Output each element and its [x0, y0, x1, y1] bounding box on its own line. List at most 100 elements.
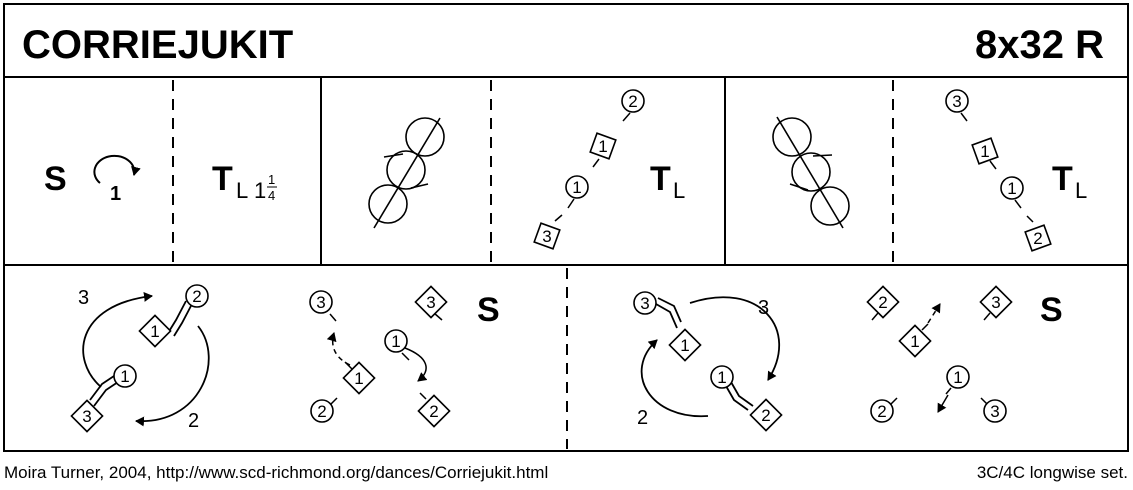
svg-text:2: 2	[429, 402, 438, 421]
svg-text:3: 3	[426, 293, 435, 312]
svg-text:1: 1	[680, 336, 689, 355]
path-label: 2	[188, 410, 199, 432]
svg-text:1: 1	[391, 332, 400, 351]
row1-cell5-reel-of-three	[772, 116, 850, 229]
dancer-circle: 1	[710, 365, 734, 389]
svg-text:3: 3	[991, 293, 1000, 312]
couple-number: 1	[110, 183, 121, 205]
svg-text:1: 1	[910, 332, 919, 351]
svg-text:3: 3	[82, 407, 91, 426]
dancer-square: 2	[1024, 215, 1052, 252]
figure-symbol: S	[477, 291, 500, 329]
row1-cell3-reel-of-three	[368, 117, 445, 229]
turn-arrow-icon	[93, 154, 141, 184]
svg-text:1: 1	[150, 322, 159, 341]
path-arc	[82, 291, 153, 388]
dashed-arrow	[326, 332, 351, 366]
dance-title: CORRIEJUKIT	[22, 23, 293, 67]
dancer-square: 3	[979, 285, 1013, 321]
dancer-square: 2	[417, 392, 451, 428]
svg-text:1: 1	[1007, 179, 1016, 198]
curved-arrow	[404, 347, 428, 382]
dancer-square: 1	[589, 132, 617, 168]
straight-arrow	[937, 394, 949, 413]
figure-subscript: L	[236, 178, 248, 203]
figure-symbol: T	[1052, 160, 1073, 198]
row1-cell1: S 1	[44, 154, 141, 205]
dancer-circle: 3	[980, 397, 1007, 423]
path-label: 3	[758, 297, 769, 319]
dancer-circle: 3	[309, 290, 337, 322]
dance-track	[655, 297, 682, 329]
svg-text:1: 1	[120, 367, 129, 386]
path-arc	[135, 325, 210, 427]
dancer-circle: 1	[384, 329, 410, 361]
dancer-circle: 1	[945, 365, 970, 395]
svg-text:3: 3	[640, 294, 649, 313]
dashed-arrow	[927, 303, 941, 324]
row2-cell4: 2 3 1 1 2 3 S	[866, 285, 1063, 423]
dancer-square: 3	[414, 285, 448, 321]
footer-set: 3C/4C longwise set.	[977, 463, 1128, 482]
svg-text:2: 2	[877, 402, 886, 421]
svg-text:1: 1	[572, 178, 581, 197]
svg-text:3: 3	[990, 402, 999, 421]
svg-text:3: 3	[952, 92, 961, 111]
dancer-circle: 2	[870, 397, 898, 423]
svg-text:1: 1	[354, 369, 363, 388]
dance-track	[167, 300, 193, 337]
dance-track	[725, 381, 754, 411]
row2-cell1: 3 2 2 1 1 3	[70, 284, 210, 433]
figure-symbol: S	[1040, 291, 1063, 329]
dancer-square: 1	[898, 323, 932, 358]
path-label: 3	[78, 287, 89, 309]
svg-text:2: 2	[1033, 229, 1042, 248]
path-arc	[689, 296, 780, 381]
dancer-circle: 2	[185, 284, 209, 308]
row2-cell3: 3 2 3 1 1 2	[633, 291, 783, 432]
row1-cell6: 3 1 1 2 T L	[945, 89, 1087, 252]
footer-credit: Moira Turner, 2004, http://www.scd-richm…	[4, 463, 548, 482]
dashed-dividers	[172, 80, 894, 449]
dance-track	[89, 375, 119, 407]
svg-text:1: 1	[717, 368, 726, 387]
dancer-circle: 1	[113, 364, 137, 388]
dancer-square: 3	[533, 214, 563, 250]
dancer-square: 1	[668, 328, 702, 362]
svg-text:2: 2	[878, 293, 887, 312]
path-label: 2	[637, 407, 648, 429]
svg-text:1: 1	[980, 142, 989, 161]
svg-text:3: 3	[316, 293, 325, 312]
path-arc	[640, 339, 709, 417]
row2-cell2: 3 3 1 1 2 2 S	[309, 285, 500, 428]
dancer-square: 1	[971, 137, 999, 170]
dance-formation: 8x32 R	[975, 23, 1104, 67]
dancer-circle: 1	[565, 175, 589, 209]
dancer-circle: 2	[310, 397, 338, 423]
dancer-square: 1	[138, 314, 172, 348]
dancer-circle: 3	[633, 291, 657, 315]
dancer-square: 1	[342, 361, 376, 395]
row1-cell2: T L 1 1 4	[212, 160, 277, 203]
amount-numerator: 1	[268, 172, 275, 187]
amount-denominator: 4	[268, 188, 275, 203]
dancer-square: 3	[70, 399, 104, 433]
svg-text:2: 2	[317, 402, 326, 421]
dancer-circle: 1	[1000, 176, 1024, 209]
svg-text:1: 1	[953, 368, 962, 387]
amount-whole: 1	[254, 178, 266, 203]
svg-text:2: 2	[628, 92, 637, 111]
svg-text:3: 3	[542, 227, 551, 246]
dancer-circle: 3	[945, 89, 969, 122]
figure-symbol: T	[212, 160, 233, 198]
dancer-square: 2	[866, 285, 900, 321]
svg-text:1: 1	[598, 137, 607, 156]
svg-text:2: 2	[192, 287, 201, 306]
figure-symbol: T	[650, 160, 671, 198]
figure-subscript: L	[1075, 178, 1087, 203]
row1-cell4: 2 1 1 3 T L	[533, 89, 685, 250]
figure-symbol: S	[44, 160, 67, 198]
figure-subscript: L	[673, 178, 685, 203]
svg-text:2: 2	[761, 406, 770, 425]
